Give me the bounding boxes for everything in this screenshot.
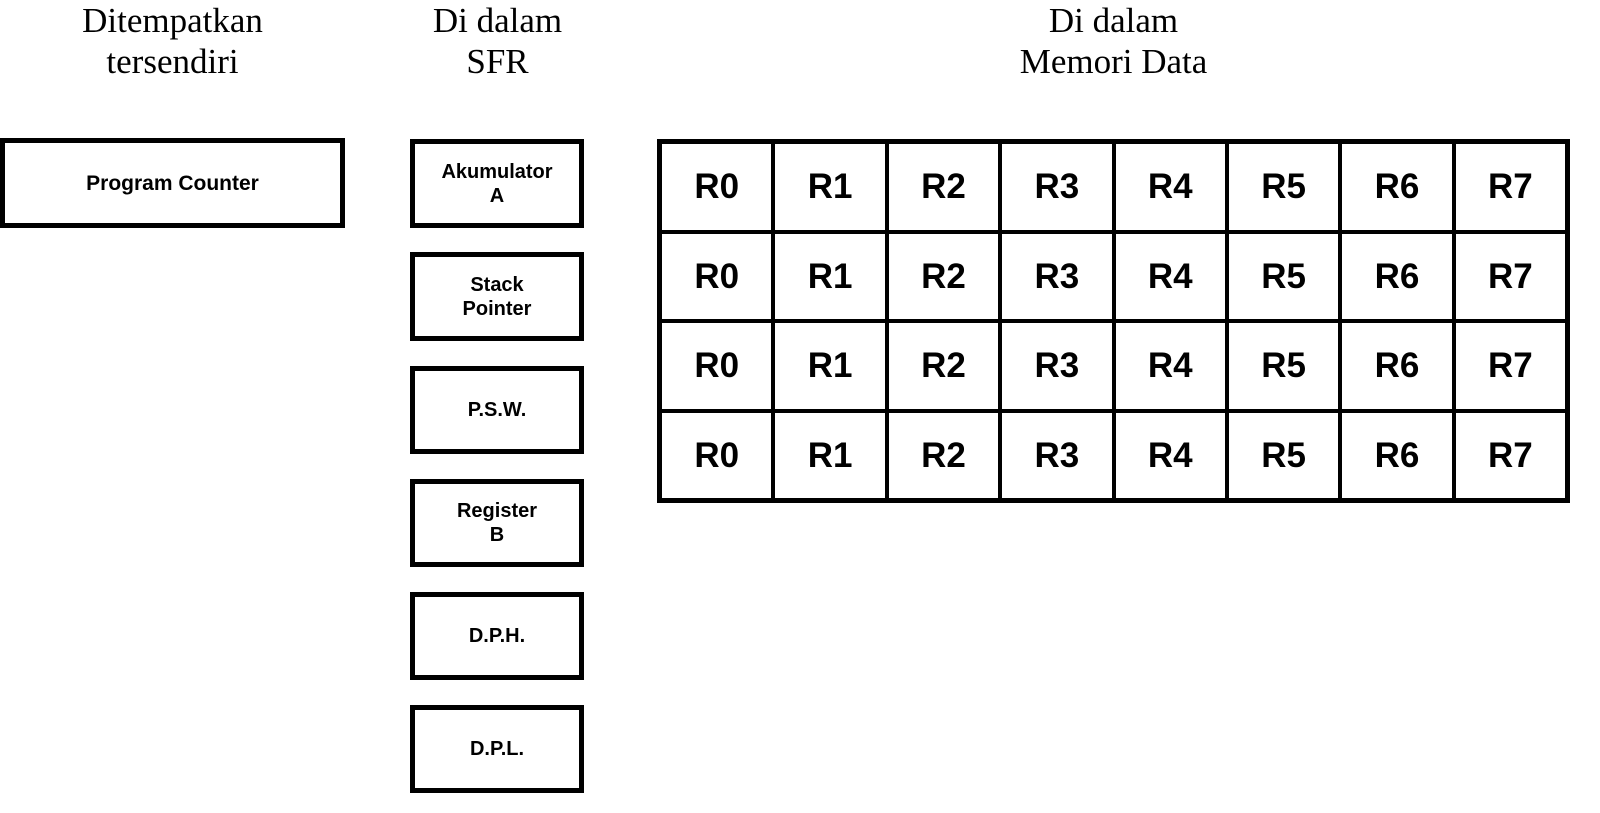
column-heading-memory: Di dalam Memori Data [1019, 1, 1208, 81]
bank-cell: R2 [889, 144, 1003, 230]
box-program-counter: Program Counter [0, 138, 345, 228]
table-row: R0 R1 R2 R3 R4 R5 R6 R7 [662, 323, 1565, 413]
bank-cell: R3 [1002, 323, 1116, 409]
bank-cell: R3 [1002, 412, 1116, 498]
bank-cell: R4 [1116, 412, 1229, 498]
bank-cell: R1 [775, 412, 889, 498]
box-stack-pointer: Stack Pointer [410, 252, 584, 341]
bank-cell: R3 [1002, 233, 1116, 319]
bank-cell: R1 [775, 144, 889, 230]
bank-cell: R1 [775, 323, 889, 409]
box-register-b: Register B [410, 479, 584, 567]
bank-cell: R1 [775, 233, 889, 319]
bank-cell: R7 [1487, 256, 1533, 296]
box-akumulator-a: Akumulator A [410, 139, 584, 228]
box-dph: D.P.H. [410, 592, 584, 680]
bank-cell: R5 [1229, 323, 1343, 409]
bank-cell: R6 [1342, 233, 1456, 319]
table-row: R0 R1 R2 R3 R4 R5 R6 R7 [662, 233, 1565, 323]
bank-cell: R4 [1116, 233, 1229, 319]
register-bank-table: R0 R1 R2 R3 R4 R5 R6 R7 R0 R1 R2 R3 R4 R… [657, 139, 1570, 503]
bank-cell: R7 [1487, 167, 1533, 207]
bank-cell: R0 [662, 233, 776, 319]
bank-cell: R6 [1342, 144, 1456, 230]
table-row: R0 R1 R2 R3 R4 R5 R6 R7 [662, 412, 1565, 498]
bank-cell: R2 [889, 323, 1003, 409]
bank-cell: R4 [1116, 144, 1229, 230]
column-heading-standalone: Ditempatkan tersendiri [82, 1, 263, 81]
box-dpl: D.P.L. [410, 705, 584, 793]
bank-cell: R0 [662, 323, 776, 409]
box-psw: P.S.W. [410, 366, 584, 454]
bank-cell: R2 [889, 233, 1003, 319]
bank-cell: R6 [1342, 412, 1456, 498]
bank-cell: R7 [1487, 346, 1533, 386]
bank-cell: R5 [1229, 233, 1343, 319]
bank-cell: R5 [1229, 412, 1343, 498]
bank-cell: R3 [1002, 144, 1116, 230]
bank-cell: R4 [1116, 323, 1229, 409]
bank-cell: R5 [1229, 144, 1343, 230]
bank-cell: R6 [1342, 323, 1456, 409]
column-heading-sfr: Di dalam SFR [432, 1, 563, 81]
table-row: R0 R1 R2 R3 R4 R5 R6 R7 [662, 144, 1565, 234]
bank-cell: R2 [889, 412, 1003, 498]
bank-cell: R7 [1487, 435, 1533, 475]
bank-cell: R0 [662, 412, 776, 498]
bank-cell: R0 [662, 144, 776, 230]
